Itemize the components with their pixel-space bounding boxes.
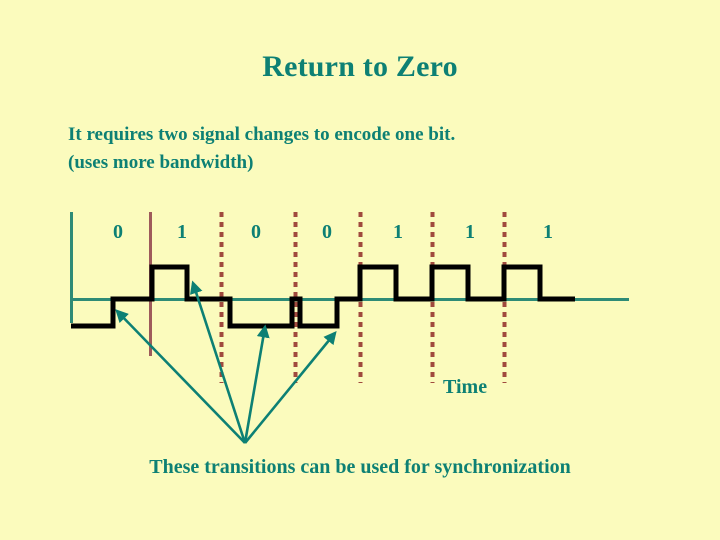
annotation-arrow-2 <box>190 280 247 444</box>
annotation-arrow-4 <box>243 330 337 444</box>
bit-label-4: 1 <box>393 221 403 243</box>
bit-label-0: 0 <box>113 221 123 243</box>
time-axis-label: Time <box>443 376 488 398</box>
bit-label-5: 1 <box>465 221 475 243</box>
body-line-1: It requires two signal changes to encode… <box>68 124 456 145</box>
bit-label-1: 1 <box>177 221 187 243</box>
body-text: It requires two signal changes to encode… <box>68 121 638 177</box>
bit-label-6: 1 <box>543 221 553 243</box>
signal-waveform <box>71 264 575 329</box>
body-line-2: (uses more bandwidth) <box>68 151 254 173</box>
annotation-arrow-3 <box>243 324 270 444</box>
annotation-arrow-1 <box>115 309 246 444</box>
bit-label-3: 0 <box>322 221 332 243</box>
page-title: Return to Zero <box>262 50 458 83</box>
slide-caption: These transitions can be used for synchr… <box>149 456 571 478</box>
annotation-arrows <box>115 280 337 444</box>
bit-label-2: 0 <box>251 221 261 243</box>
